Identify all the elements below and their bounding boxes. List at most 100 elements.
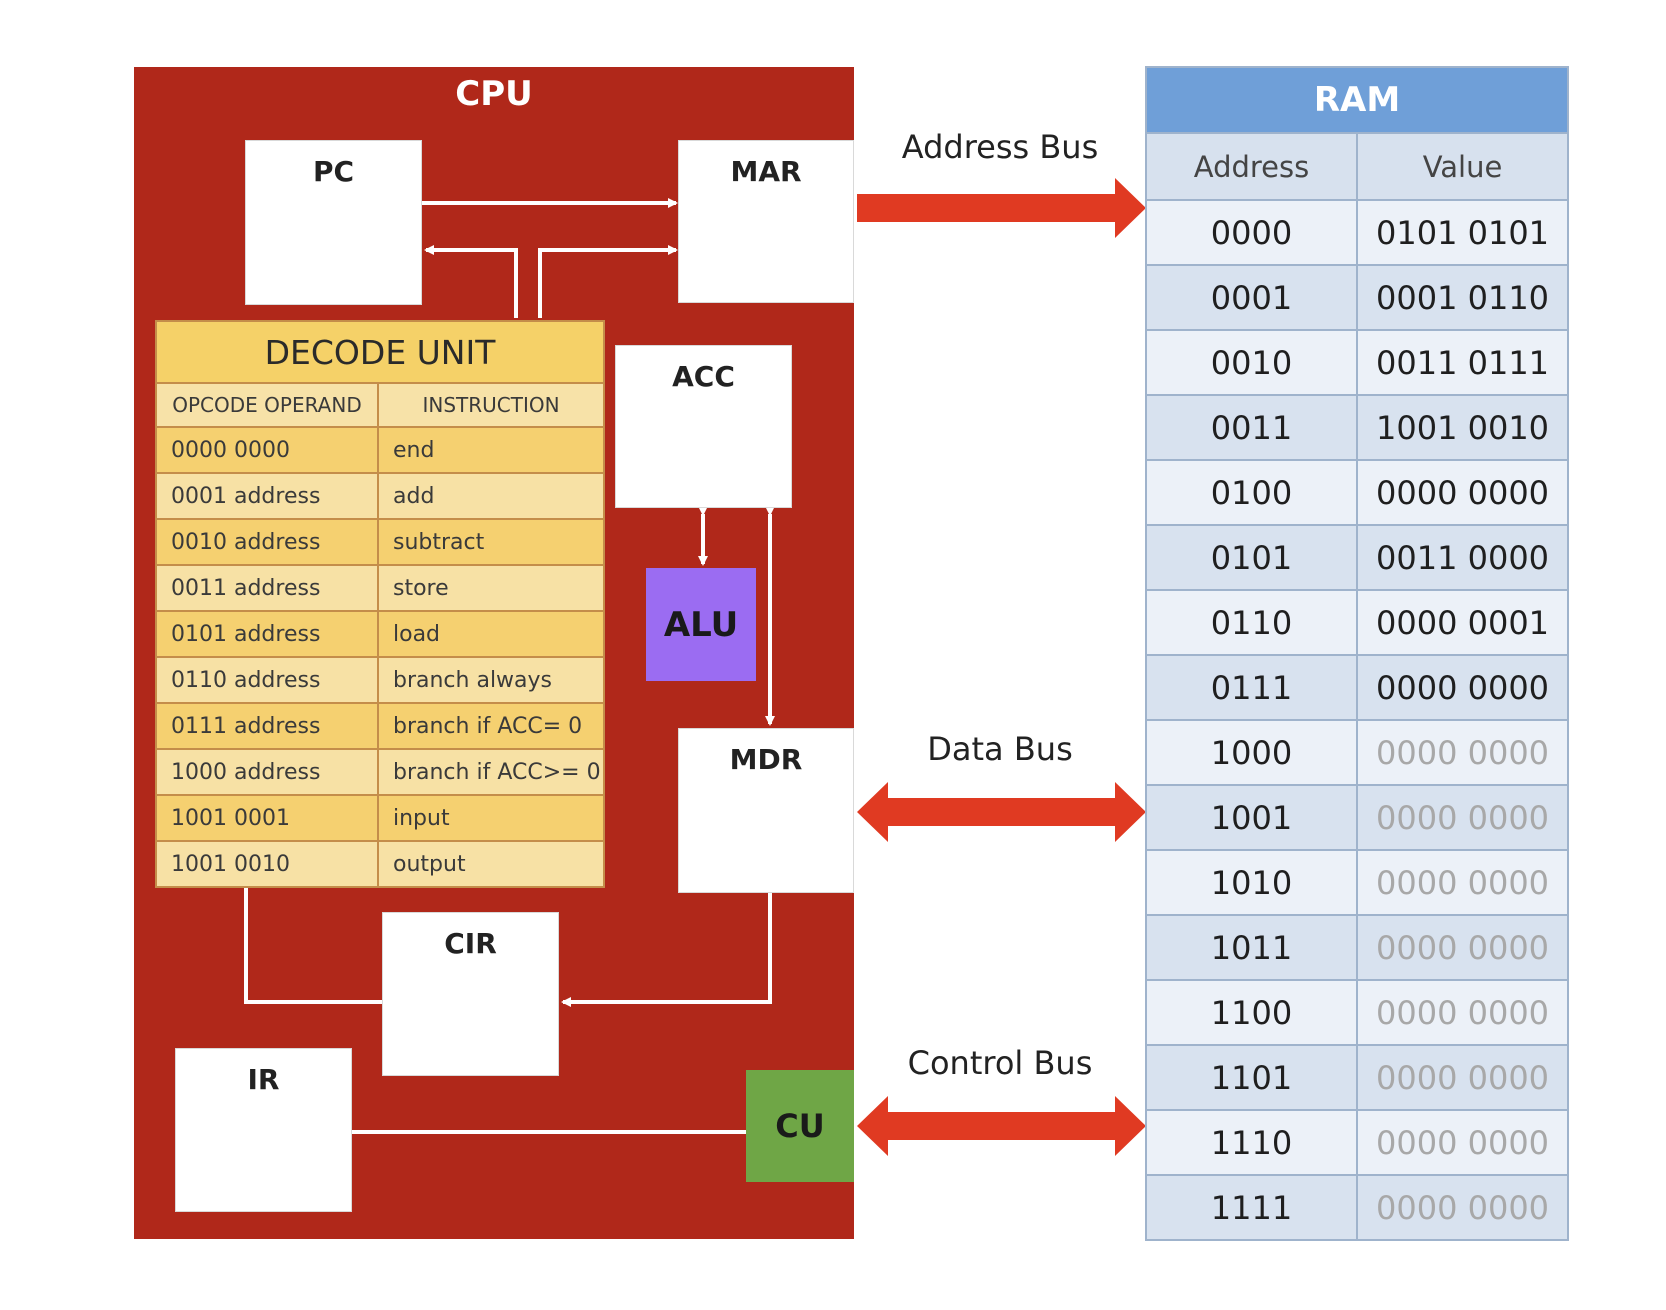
ram-value-cell: 0101 0101 [1355,199,1570,266]
address-bus-arrow [857,178,1146,238]
decode-instruction-cell: add [376,472,606,520]
ram-address-cell: 1111 [1145,1174,1358,1241]
data-bus-arrow [857,782,1146,842]
decode-instruction-cell: branch if ACC= 0 [376,702,606,750]
ram-value-cell: 0001 0110 [1355,264,1570,331]
control-bus-arrow [857,1096,1146,1156]
wire-decode-to-mar [538,245,678,318]
ram-value-cell: 0000 0000 [1355,914,1570,981]
ram-value-cell: 0000 0000 [1355,1044,1570,1111]
ram-address-cell: 0011 [1145,394,1358,461]
decode-opcode-cell: 1000 address [155,748,379,796]
wire-decode-to-pc [424,245,518,318]
ram-address-cell: 1000 [1145,719,1358,786]
cir-label: CIR [444,927,497,960]
ram-value-cell: 0000 0000 [1355,784,1570,851]
cpu-title: CPU [455,74,533,114]
decode-unit-title: DECODE UNIT [154,320,606,384]
ram-address-cell: 0000 [1145,199,1358,266]
ram-value-cell: 0000 0000 [1355,849,1570,916]
decode-unit-table: DECODE UNIT OPCODE OPERAND INSTRUCTION 0… [154,320,606,888]
decode-opcode-cell: 0001 address [155,472,379,520]
ram-address-cell: 0111 [1145,654,1358,721]
mar-label: MAR [730,155,802,188]
ram-value-cell: 0000 0000 [1355,979,1570,1046]
wire-mdr-to-cir [561,893,772,1007]
ram-value-cell: 0000 0000 [1355,654,1570,721]
ram-value-cell: 0000 0000 [1355,459,1570,526]
decode-instruction-cell: end [376,426,606,474]
decode-opcode-cell: 0010 address [155,518,379,566]
pc-register: PC [245,140,422,305]
decode-instruction-cell: store [376,564,606,612]
address-bus-label: Address Bus [901,128,1099,166]
decode-instruction-cell: input [376,794,606,842]
ram-address-cell: 1101 [1145,1044,1358,1111]
mar-register: MAR [678,140,854,303]
acc-register: ACC [615,345,792,508]
ram-header-address: Address [1145,132,1358,201]
ram-address-cell: 1001 [1145,784,1358,851]
decode-opcode-cell: 0000 0000 [155,426,379,474]
ram-address-cell: 0100 [1145,459,1358,526]
ram-value-cell: 0000 0001 [1355,589,1570,656]
ram-address-cell: 1011 [1145,914,1358,981]
ram-address-cell: 1010 [1145,849,1358,916]
decode-instruction-cell: output [376,840,606,888]
ram-value-cell: 0011 0000 [1355,524,1570,591]
ram-value-cell: 0011 0111 [1355,329,1570,396]
ram-address-cell: 1110 [1145,1109,1358,1176]
ram-address-cell: 0110 [1145,589,1358,656]
ram-address-cell: 0010 [1145,329,1358,396]
decode-opcode-cell: 0011 address [155,564,379,612]
decode-instruction-cell: load [376,610,606,658]
wire-cir-to-decode [241,872,382,1004]
ram-address-cell: 0001 [1145,264,1358,331]
ram-header-value: Value [1355,132,1570,201]
ram-value-cell: 0000 0000 [1355,719,1570,786]
ram-value-cell: 0000 0000 [1355,1174,1570,1241]
decode-opcode-cell: 0111 address [155,702,379,750]
mdr-label: MDR [729,743,803,776]
ram-title: RAM [1144,66,1570,134]
data-bus-label: Data Bus [927,730,1073,768]
decode-instruction-cell: subtract [376,518,606,566]
decode-opcode-cell: 1001 0001 [155,794,379,842]
control-bus-label: Control Bus [907,1044,1093,1082]
cu-block: CU [746,1070,854,1182]
decode-header-opcode: OPCODE OPERAND [155,382,379,428]
decode-opcode-cell: 0101 address [155,610,379,658]
ir-label: IR [247,1063,280,1096]
cir-register: CIR [382,912,559,1076]
decode-instruction-cell: branch if ACC>= 0 [376,748,606,796]
